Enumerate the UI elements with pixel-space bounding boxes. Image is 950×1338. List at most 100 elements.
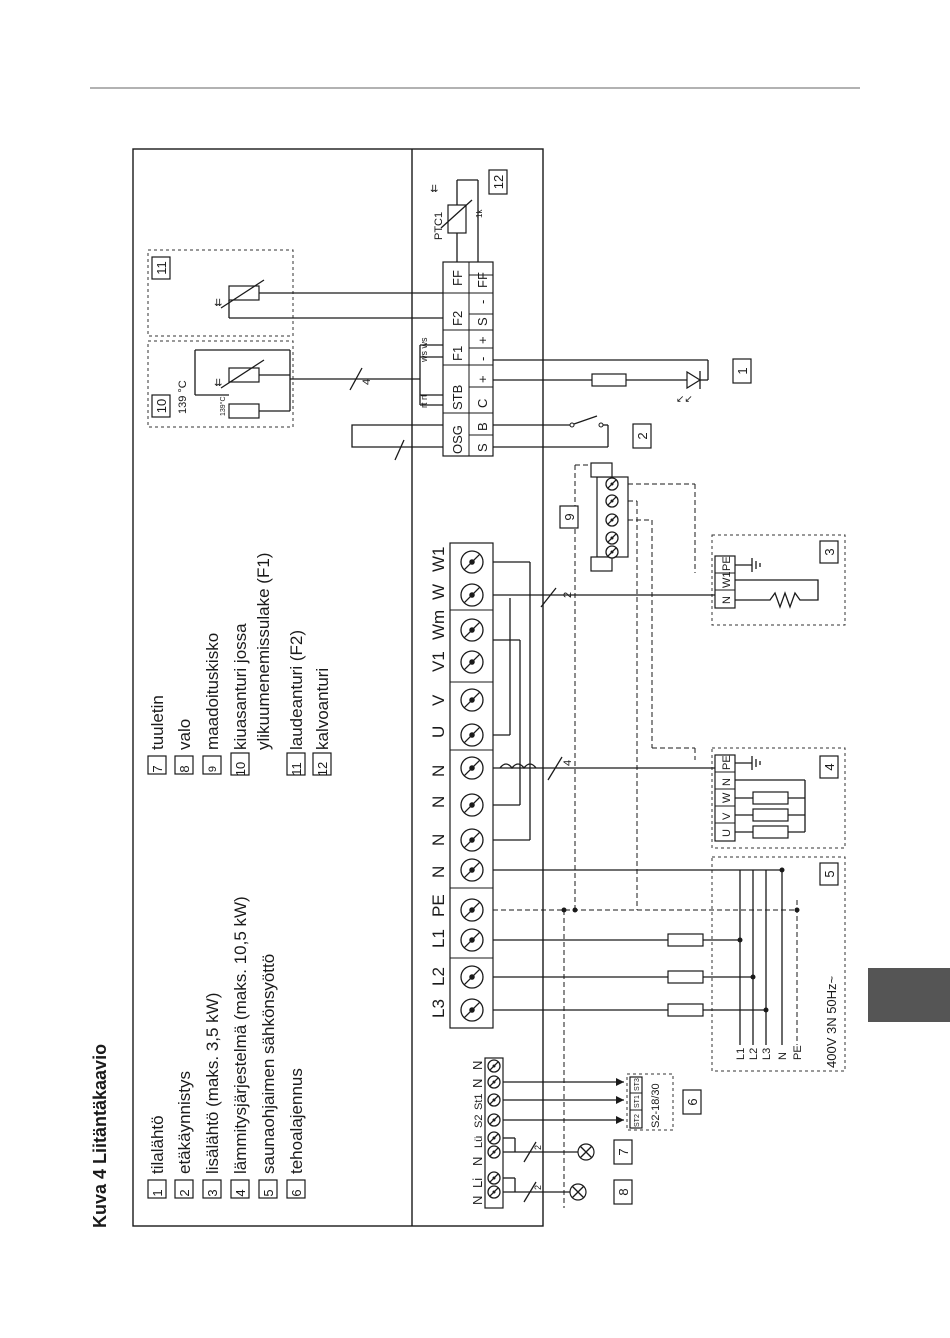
sensor-label-rt: rt rt [419, 394, 429, 408]
supply-rating: 400V 3N 50Hz~ [824, 975, 839, 1068]
legend-text-12: kalvoanturi [313, 668, 332, 750]
power-stage-ST2: ST2 [634, 1114, 641, 1127]
callout-1: 1 [735, 367, 750, 374]
ptc-label: PTC1 [433, 212, 445, 240]
legend-text-4: lämmitysjärjestelmä (maks. 10,5 kW) [231, 896, 250, 1174]
terminal-label-L1: L1 [429, 929, 448, 948]
legend-text-1: tilalähtö [148, 1115, 167, 1174]
sensor-bottom-minus1: - [475, 357, 490, 361]
load4-label-U: U [721, 829, 733, 837]
pe-bus [493, 464, 797, 1208]
remote-start-wiring [351, 415, 609, 461]
terminal-screw-10 [460, 688, 484, 712]
sensor-label-STB: STB [450, 385, 465, 410]
wire-count-light: 2 [533, 1185, 543, 1190]
sensor-bottom-labels: S B C + - + S - FF [475, 272, 490, 452]
earth-rail-screw-3 [605, 513, 619, 527]
terminal-label-PE: PE [429, 894, 448, 917]
ptc-arrow-icon: ⇊ [430, 184, 438, 195]
terminal-label-N3: N [429, 796, 448, 808]
sensor-bottom-plus1: + [475, 375, 490, 383]
callout-4: 4 [822, 763, 837, 770]
terminal-screw-7 [460, 793, 484, 817]
terminal-label-N2: N [429, 834, 448, 846]
supply-label-L2: L2 [748, 1048, 760, 1060]
small-label-N2: N [470, 1157, 485, 1166]
sensor-bottom-S2: S [475, 317, 490, 326]
power-stage-ST3: ST3 [634, 1078, 641, 1091]
legend-num-5: 5 [261, 1189, 276, 1196]
sensor-terminal-block [442, 261, 494, 457]
small-terminal-screw-5 [487, 1113, 501, 1127]
fan-light-wiring [503, 1137, 595, 1203]
sensor10-element: 139°C ⇊ [194, 349, 291, 419]
terminal-screw-8 [460, 756, 484, 780]
sensor-bottom-C: C [475, 399, 490, 408]
sensor-label-F1: F1 [450, 346, 465, 361]
load3-label-N: N [721, 596, 733, 604]
small-terminal-labels: N Li N Lü S2 St1 N N [470, 1061, 485, 1205]
sensor10-arrow-icon: ⇊ [214, 378, 222, 389]
sensor-bottom-minus2: - [475, 300, 490, 304]
callout-12: 12 [491, 175, 506, 189]
small-terminal-screw-4 [487, 1131, 501, 1145]
terminal-label-U: U [429, 726, 448, 738]
sensor10-temp: 139 °C [177, 380, 189, 414]
sensor-label-ws: ws ws [419, 337, 429, 363]
supply-label-L3: L3 [761, 1048, 773, 1060]
legend-text-6: tehoalajennus [287, 1068, 306, 1174]
legend-num-1: 1 [150, 1189, 165, 1196]
callout-7: 7 [616, 1148, 631, 1155]
earth-rail-screw-5 [605, 545, 619, 559]
sensor-bottom-S1: S [475, 443, 490, 452]
sensor-stub-wires [419, 344, 443, 406]
sensor-bottom-FF: FF [475, 272, 490, 288]
earth-rail-screw-2 [605, 494, 619, 508]
callout-3: 3 [822, 548, 837, 555]
sensor-label-FF-top: FF [450, 270, 465, 286]
ptc-value: 1k [475, 209, 484, 218]
legend-num-2: 2 [177, 1189, 192, 1196]
supply-label-N: N [777, 1052, 789, 1060]
legend-num-6: 6 [289, 1189, 304, 1196]
callout-9: 9 [562, 513, 577, 520]
sensor11-element: ⇊ [214, 279, 443, 319]
section-tab [868, 968, 950, 1022]
legend-num-12: 12 [315, 762, 330, 776]
sensor-bottom-B: B [475, 422, 490, 431]
legend-text-11: laudeanturi (F2) [287, 630, 306, 750]
legend-num-9: 9 [207, 766, 219, 772]
sensor11-arrow-icon: ⇊ [214, 298, 222, 309]
terminal-label-W: W [429, 584, 448, 600]
power-stage-ST1: ST1 [634, 1095, 641, 1108]
terminal-label-L2: L2 [429, 967, 448, 986]
power-stage-label: S2-18/30 [650, 1083, 662, 1128]
terminal-label-L3: L3 [429, 999, 448, 1018]
legend-num-4: 4 [233, 1189, 248, 1196]
main-terminal-labels: L3 L2 L1 PE N N N N U V V1 Wm W W1 [429, 547, 448, 1019]
load4-box [711, 747, 846, 849]
ptc-sensor: ⇊ [430, 179, 479, 262]
earth-rail-screw-1 [605, 477, 619, 491]
power-stage-wiring [503, 1078, 624, 1124]
legend-num-8: 8 [177, 765, 192, 772]
load4-label-N: N [721, 778, 733, 786]
small-terminal-screw-1 [487, 1185, 501, 1199]
legend-column-1: 1 tilalähtö 2 etäkäynnistys 3 lisälähtö … [147, 896, 306, 1199]
terminal-screw-12 [460, 618, 484, 642]
callout-5: 5 [822, 870, 837, 877]
small-label-N3: N [470, 1079, 485, 1088]
legend-text-8: valo [175, 719, 194, 750]
terminal-label-N4: N [429, 765, 448, 777]
diagram-frame [132, 148, 544, 1227]
small-label-S2: S2 [473, 1115, 485, 1128]
figure-title: Kuva 4 Liitäntäkaavio [90, 1044, 110, 1228]
load3-label-PE: PE [721, 556, 733, 571]
sensor10-small-temp: 139°C [219, 396, 227, 416]
terminal-label-V: V [429, 694, 448, 706]
small-terminal-screw-8 [487, 1059, 501, 1073]
legend-text-2: etäkäynnistys [175, 1071, 194, 1174]
wire-count-sensor-bus: 4 [361, 379, 373, 385]
small-terminal-screw-3 [487, 1145, 501, 1159]
callout-10: 10 [154, 399, 169, 413]
